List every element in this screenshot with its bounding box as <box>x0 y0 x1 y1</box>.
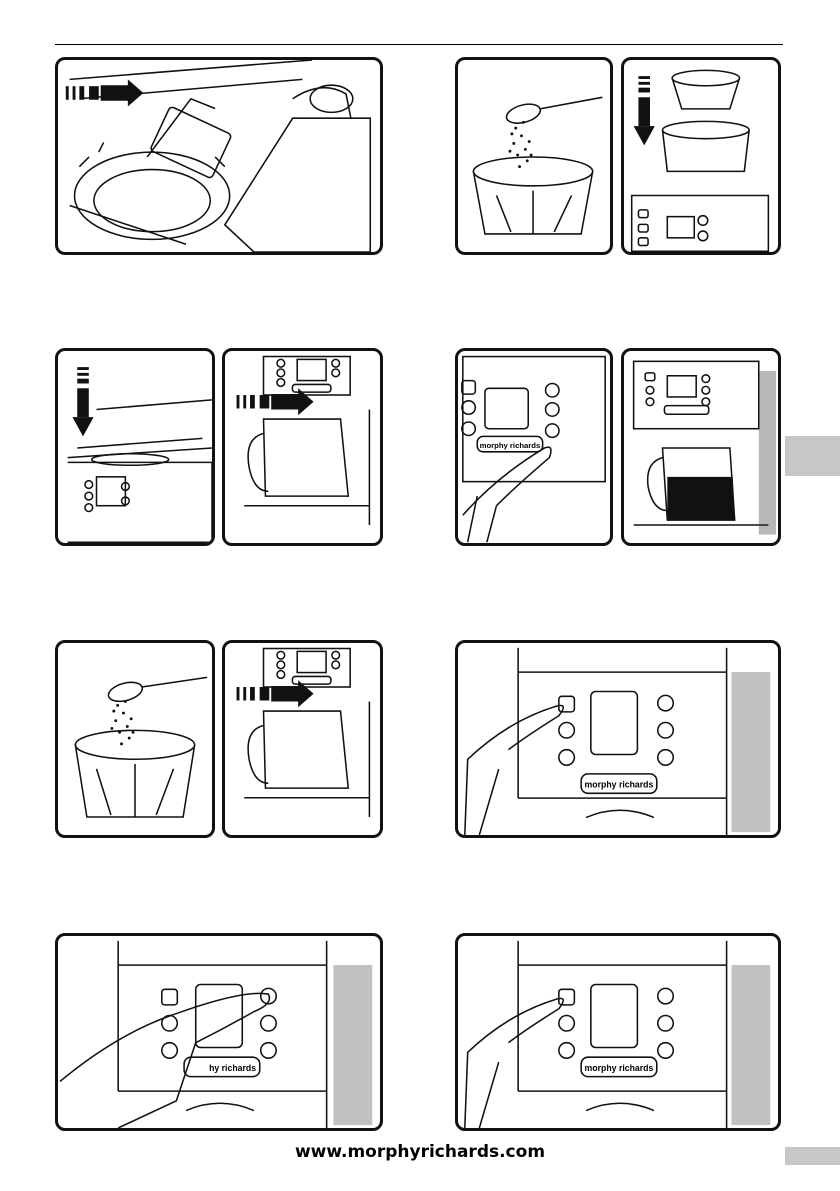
illustration-open-lid-filter-holder <box>55 57 383 255</box>
press-power-drawing: morphy richards <box>458 351 610 543</box>
illustration-close-lid <box>55 348 215 546</box>
illustration-place-carafe-2 <box>222 640 383 838</box>
brand-label: morphy richards <box>585 779 654 789</box>
website-url[interactable]: www.morphyrichards.com <box>0 1142 840 1162</box>
illustration-press-up-button: hy richards <box>55 933 383 1131</box>
illustration-place-carafe <box>222 348 383 546</box>
insert-filter-drawing <box>624 60 778 252</box>
illustration-press-power: morphy richards <box>455 348 613 546</box>
brand-label-partial: hy richards <box>209 1063 256 1073</box>
illustration-brewing <box>621 348 781 546</box>
press-clock-drawing-2: morphy richards <box>458 936 778 1128</box>
place-carafe-drawing-2 <box>225 643 380 835</box>
brewing-drawing <box>624 351 778 543</box>
spoon-filter-drawing <box>458 60 610 252</box>
illustration-insert-filter <box>621 57 781 255</box>
open-lid-drawing <box>58 60 380 252</box>
spoon-filter-drawing-2 <box>58 643 212 835</box>
illustration-press-clock-button: morphy richards <box>455 640 781 838</box>
brand-label: morphy richards <box>480 441 541 450</box>
brand-label: morphy richards <box>585 1063 654 1073</box>
section-tab <box>785 436 840 476</box>
place-carafe-drawing <box>225 351 380 543</box>
press-up-drawing: hy richards <box>58 936 380 1128</box>
press-clock-drawing: morphy richards <box>458 643 778 835</box>
header-rule <box>55 44 783 45</box>
illustration-press-clock-button-2: morphy richards <box>455 933 781 1131</box>
illustration-add-coffee-to-filter <box>455 57 613 255</box>
illustration-add-coffee-to-filter-2 <box>55 640 215 838</box>
close-lid-drawing <box>58 351 212 543</box>
